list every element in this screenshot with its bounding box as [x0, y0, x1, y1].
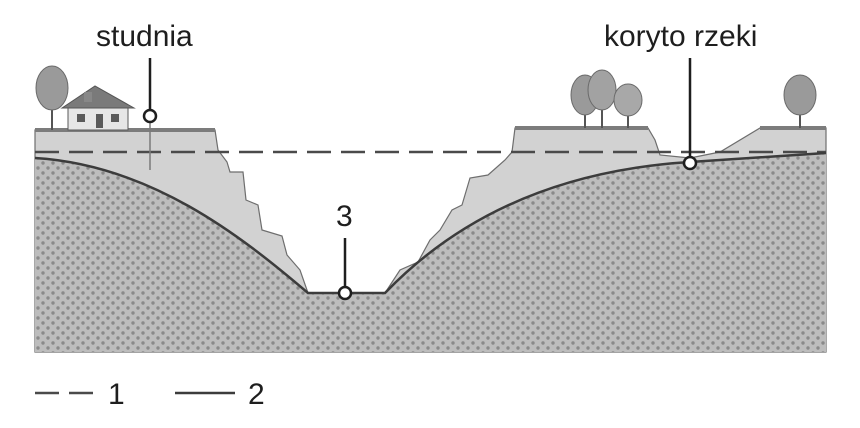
point-3-marker	[337, 285, 353, 301]
tree-icon	[35, 65, 69, 130]
riverbed-label: koryto rzeki	[604, 20, 757, 53]
legend: 1 2	[35, 378, 265, 411]
legend-label-1: 1	[108, 378, 125, 411]
tree-icon	[783, 74, 817, 128]
house-icon	[60, 85, 136, 131]
well-label: studnia	[96, 20, 193, 53]
legend-label-2: 2	[248, 378, 265, 411]
tree-icon	[587, 69, 617, 128]
solid-level-curve	[34, 151, 827, 295]
well-marker	[142, 108, 158, 124]
riverbed-marker	[682, 155, 698, 171]
point-3-label: 3	[336, 200, 353, 233]
tree-icon	[613, 83, 643, 128]
